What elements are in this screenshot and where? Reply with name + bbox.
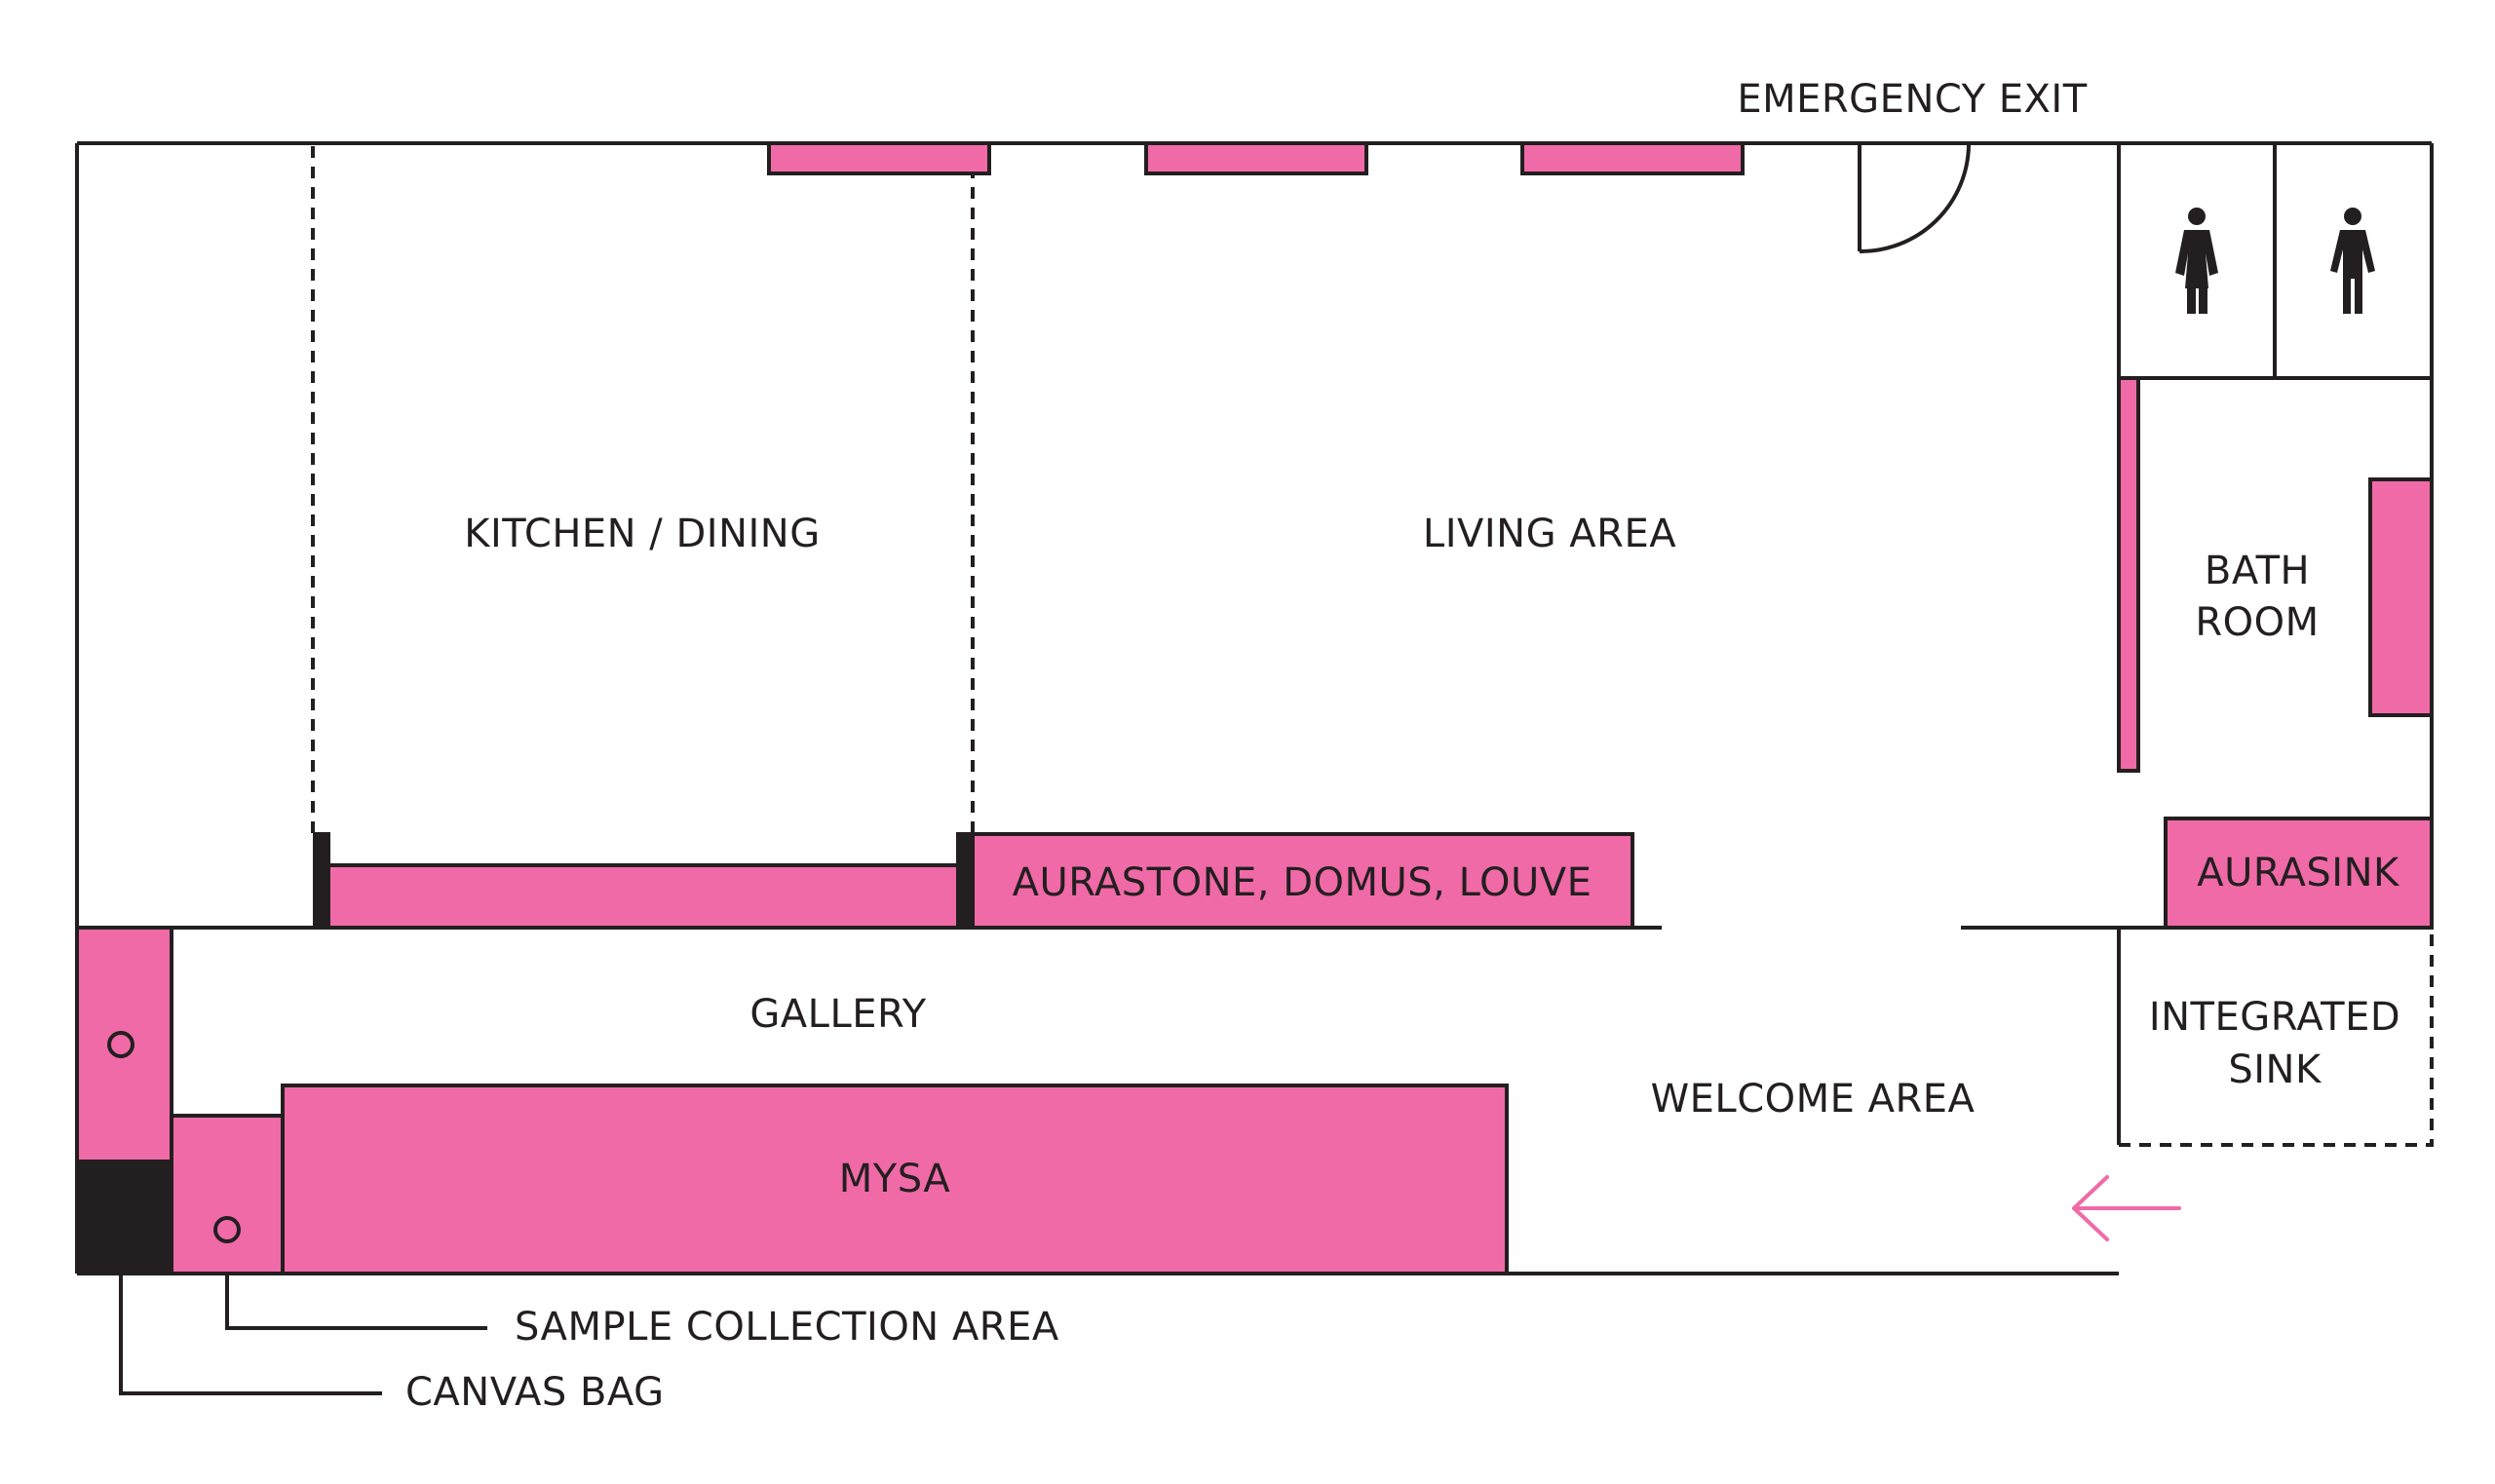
aurastone-fixture bbox=[971, 832, 1634, 930]
aurastone-label: AURASTONE, DOMUS, LOUVE bbox=[1013, 860, 1593, 905]
emergency-exit-label: EMERGENCY EXIT bbox=[1737, 77, 2087, 122]
integrated-sink-boundary bbox=[2119, 928, 2434, 1147]
canvas-bag-label: CANVAS BAG bbox=[405, 1370, 665, 1415]
kitchen-post-left bbox=[313, 832, 330, 928]
aurasink-label: AURASINK bbox=[2197, 851, 2400, 895]
entrance-arrow-icon bbox=[2072, 1175, 2181, 1241]
integrated-sink-label-line1: INTEGRATED bbox=[2149, 995, 2400, 1040]
emergency-exit-door bbox=[1858, 144, 1971, 254]
living-area-label: LIVING AREA bbox=[1423, 512, 1676, 556]
window-fixture-3 bbox=[1520, 141, 1745, 175]
aurasink-fixture bbox=[2164, 817, 2434, 930]
bathroom-wall-panel bbox=[2117, 376, 2140, 773]
male-restroom-icon bbox=[2330, 208, 2375, 314]
sample-collection-stand bbox=[170, 1114, 285, 1275]
bath-room-label-line2: ROOM bbox=[2195, 600, 2319, 645]
sample-collection-marker bbox=[213, 1216, 241, 1243]
canvas-bag-block bbox=[77, 1161, 172, 1274]
kitchen-post-right bbox=[956, 832, 975, 928]
mysa-fixture bbox=[281, 1084, 1509, 1275]
welcome-area-label: WELCOME AREA bbox=[1651, 1077, 1976, 1122]
window-fixture-1 bbox=[767, 141, 991, 175]
gallery-label: GALLERY bbox=[749, 992, 926, 1037]
bath-room-label-line1: BATH bbox=[2205, 549, 2310, 593]
canvas-bag-stand bbox=[75, 926, 173, 1163]
integrated-sink-label-line2: SINK bbox=[2228, 1047, 2322, 1092]
canvas-bag-marker bbox=[107, 1031, 134, 1058]
female-restroom-icon bbox=[2175, 208, 2218, 314]
sample-collection-label: SAMPLE COLLECTION AREA bbox=[515, 1305, 1059, 1350]
kitchen-counter bbox=[319, 863, 962, 930]
kitchen-dining-label: KITCHEN / DINING bbox=[464, 512, 820, 556]
mysa-label: MYSA bbox=[839, 1157, 951, 1201]
window-fixture-2 bbox=[1144, 141, 1368, 175]
bathroom-fixture bbox=[2368, 477, 2434, 717]
